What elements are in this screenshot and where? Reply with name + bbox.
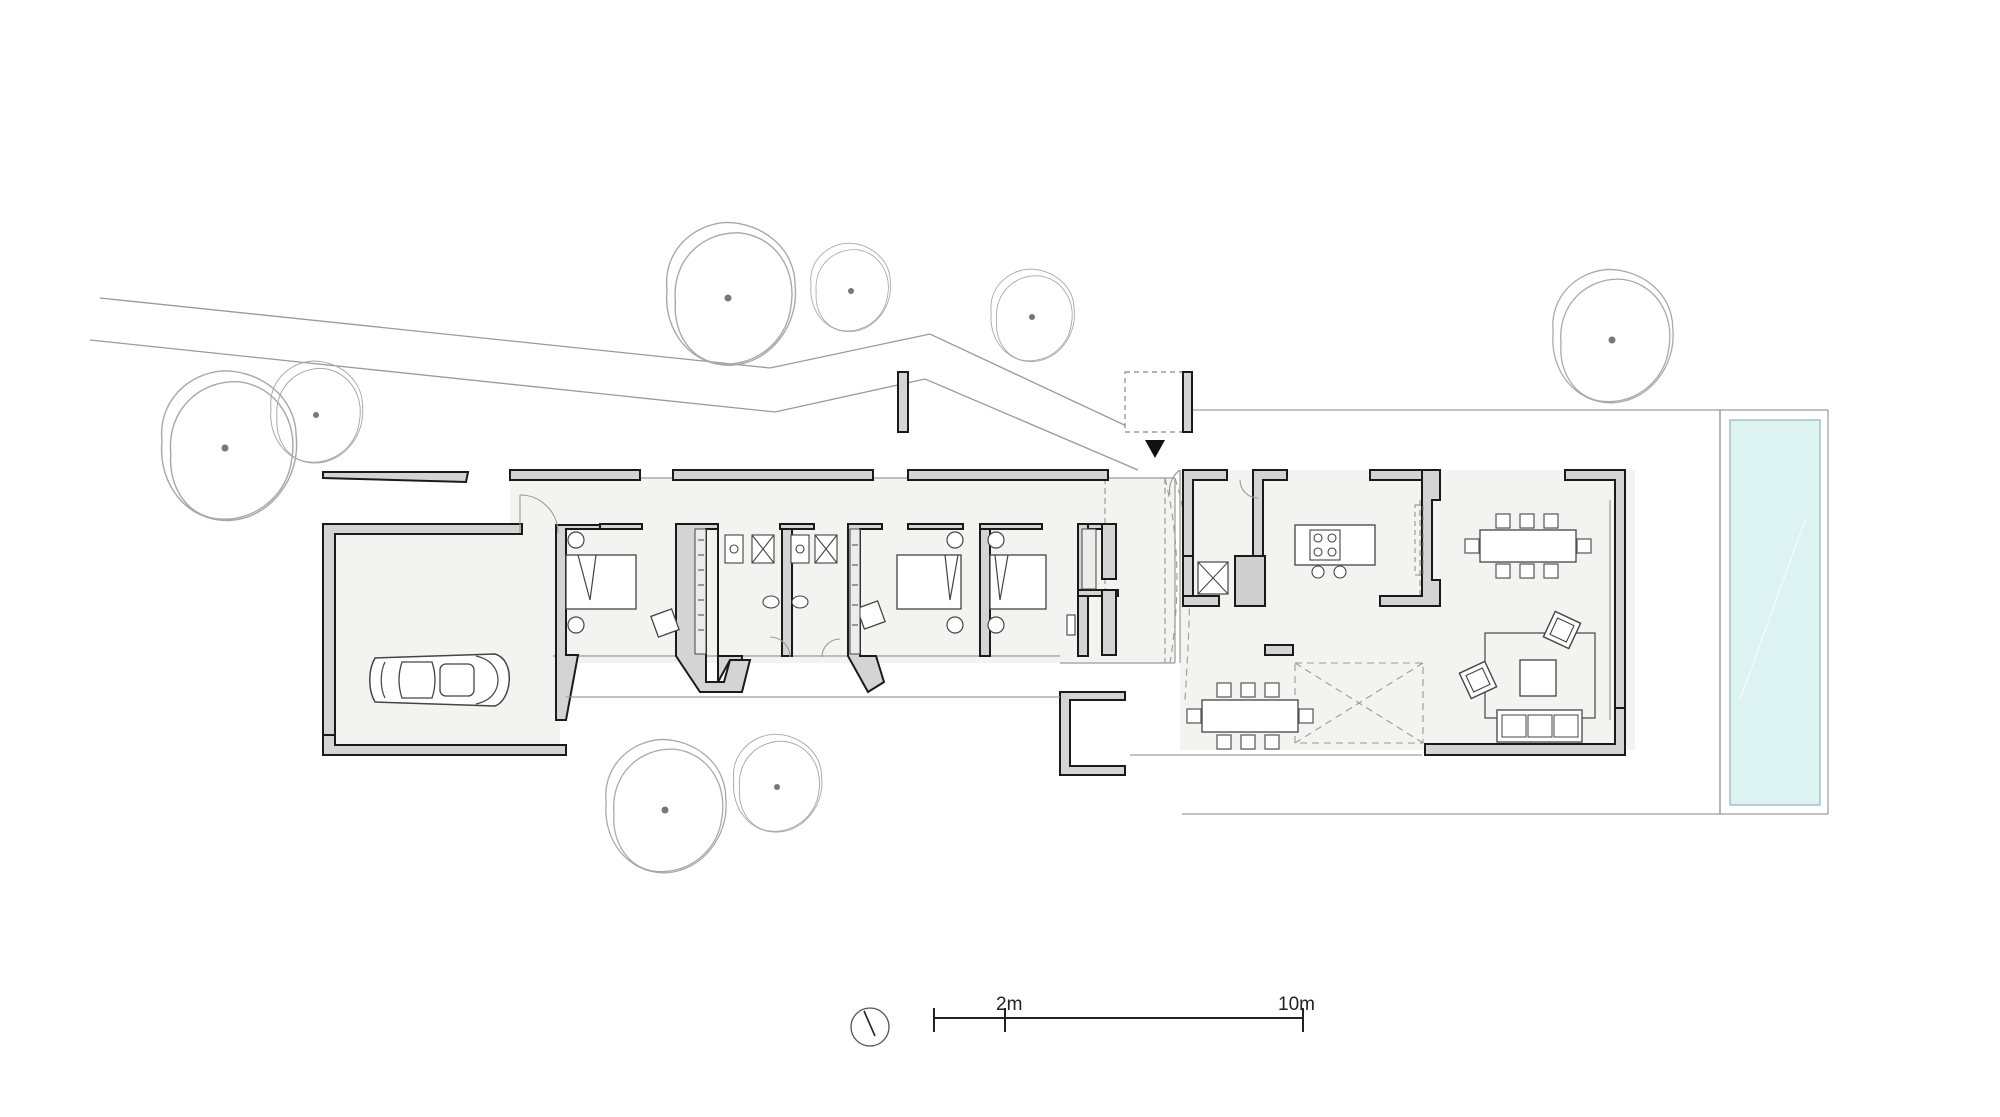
bathroom-fixtures [724,534,1076,636]
dining-table-icon [1464,513,1592,579]
living-area [1458,610,1596,743]
sofa-icon [1496,709,1583,743]
kitchen [1197,504,1424,595]
bed-icon [987,531,1047,634]
bed-icon [896,531,964,634]
entrance-canopy [1124,371,1193,433]
scale-label-10m: 10m [1278,994,1315,1015]
wardrobes [694,528,1097,655]
stove-icon [1309,529,1341,561]
bed-icon [565,531,637,634]
car-icon [369,653,510,707]
approach-path [89,297,1139,471]
door-swings [519,469,1259,658]
north-arrow-icon [850,1007,890,1047]
scale-bar [933,1008,1304,1032]
entrance-arrow-icon [1145,440,1165,458]
scale-label-2m: 2m [996,994,1023,1015]
armchair-icon [856,600,886,630]
trees [160,221,1674,874]
swimming-pool [1729,419,1821,806]
armchair-icon [650,608,680,638]
dining-table-icon [1186,682,1314,750]
